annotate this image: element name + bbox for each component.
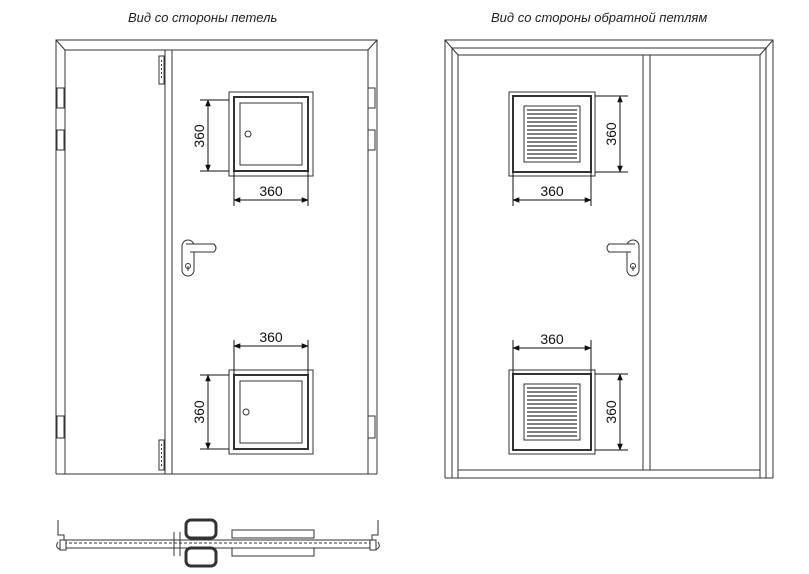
door-frame-outer-right bbox=[444, 39, 774, 478]
dim-left-top-horizontal: 360 bbox=[259, 183, 283, 199]
dim-right-top-horizontal: 360 bbox=[540, 183, 564, 199]
dim-right-bottom-horizontal: 360 bbox=[540, 331, 564, 347]
louver-grille-top bbox=[508, 91, 596, 177]
dimension-lines-right bbox=[512, 95, 628, 451]
dim-left-top-vertical: 360 bbox=[191, 124, 207, 148]
reverse-side-door: 360 360 360 360 bbox=[444, 39, 774, 479]
dimension-lines-left bbox=[200, 99, 309, 450]
dim-left-bottom-horizontal: 360 bbox=[259, 329, 283, 345]
section-handle-top bbox=[184, 518, 218, 540]
inspection-hatch-bottom bbox=[228, 369, 314, 455]
door-frame-inner bbox=[64, 49, 369, 474]
door-section-view bbox=[56, 518, 380, 568]
door-handle bbox=[181, 239, 217, 277]
dim-left-bottom-vertical: 360 bbox=[191, 400, 207, 424]
section-handle-bottom bbox=[184, 546, 218, 568]
door-handle-right bbox=[606, 239, 640, 277]
reverse-side-caption: Вид со стороны обратной петлям bbox=[491, 10, 708, 25]
bottom-bolt bbox=[158, 439, 165, 471]
dim-right-bottom-vertical: 360 bbox=[603, 400, 619, 424]
dim-right-top-vertical: 360 bbox=[603, 122, 619, 146]
hinge-side-door: 360 360 360 360 bbox=[55, 39, 378, 475]
hinge-side-caption: Вид со стороны петель bbox=[128, 10, 278, 25]
door-frame-outer bbox=[55, 39, 378, 474]
louver-grille-bottom bbox=[508, 369, 596, 455]
hinges-left bbox=[56, 87, 376, 439]
inspection-hatch-top bbox=[228, 91, 314, 177]
